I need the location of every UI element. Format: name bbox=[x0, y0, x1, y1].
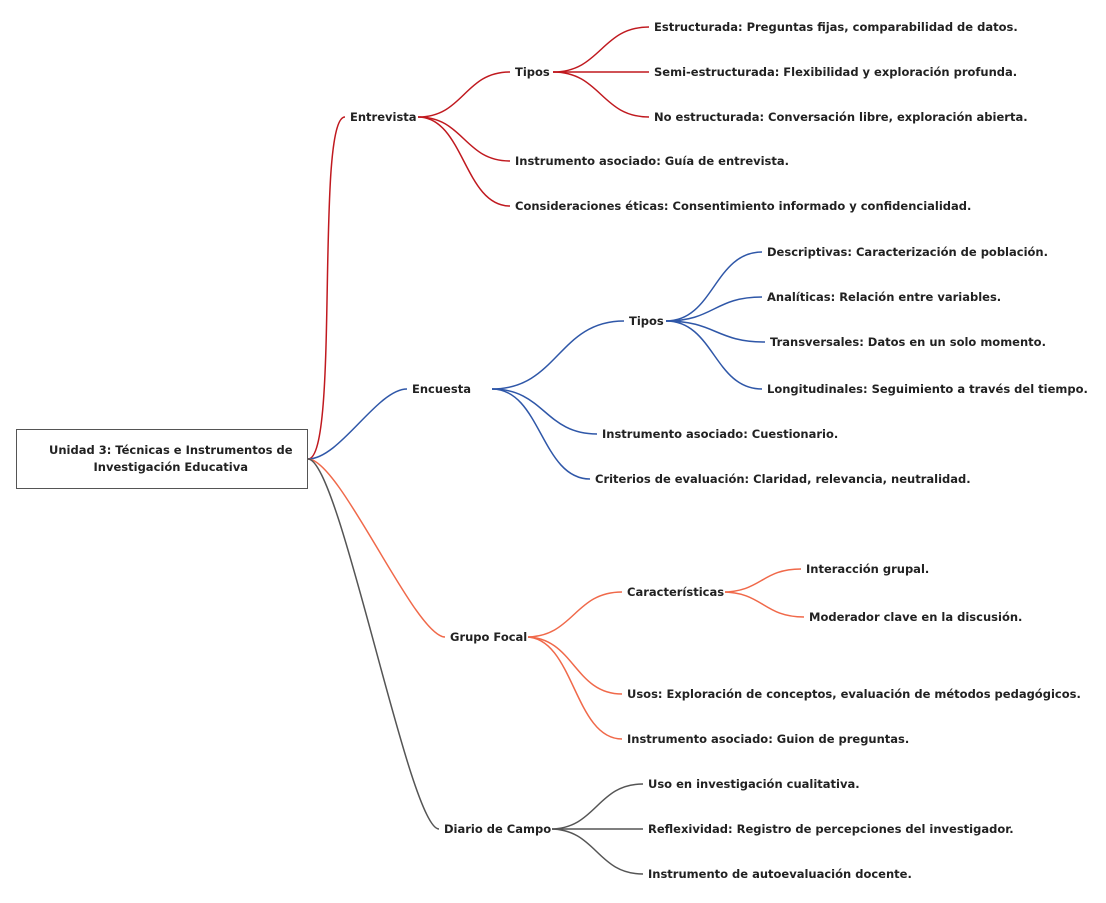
node-encuesta-criterios[interactable]: Criterios de evaluación: Claridad, relev… bbox=[594, 472, 972, 486]
link-gf-caract-2 bbox=[721, 591, 805, 618]
node-grupo-focal-usos[interactable]: Usos: Exploración de conceptos, evaluaci… bbox=[626, 687, 1082, 701]
node-encuesta-tipo-3[interactable]: Transversales: Datos en un solo momento. bbox=[769, 335, 1047, 349]
link-enc-tipos-3 bbox=[665, 320, 766, 343]
node-diario[interactable]: Diario de Campo bbox=[443, 822, 553, 836]
node-entrevista[interactable]: Entrevista bbox=[349, 110, 418, 124]
node-entrevista-tipo-3[interactable]: No estructurada: Conversación libre, exp… bbox=[653, 110, 1029, 124]
link-entrevista-instrumento bbox=[417, 116, 511, 162]
node-grupo-focal-caract-2[interactable]: Moderador clave en la discusión. bbox=[808, 610, 1024, 624]
link-root-diario bbox=[307, 458, 440, 830]
root-title: Unidad 3: Técnicas e Instrumentos de Inv… bbox=[49, 443, 293, 474]
node-diario-item-3[interactable]: Instrumento de autoevaluación docente. bbox=[647, 867, 913, 881]
node-grupo-focal-caracteristicas[interactable]: Características bbox=[626, 585, 726, 599]
node-grupo-focal-instrumento[interactable]: Instrumento asociado: Guion de preguntas… bbox=[626, 732, 911, 746]
link-enc-tipos-4 bbox=[665, 320, 763, 390]
node-grupo-focal[interactable]: Grupo Focal bbox=[449, 630, 529, 644]
node-grupo-focal-caract-1[interactable]: Interacción grupal. bbox=[805, 562, 931, 576]
link-diario-3 bbox=[549, 828, 644, 875]
node-encuesta-tipo-2[interactable]: Analíticas: Relación entre variables. bbox=[766, 290, 1003, 304]
link-encuesta-criterios bbox=[491, 388, 591, 480]
node-encuesta[interactable]: Encuesta bbox=[411, 382, 472, 396]
link-root-entrevista bbox=[307, 116, 346, 460]
link-gf-caracteristicas bbox=[525, 591, 623, 638]
node-entrevista-consideraciones[interactable]: Consideraciones éticas: Consentimiento i… bbox=[514, 199, 973, 213]
link-tipos-3 bbox=[552, 71, 650, 118]
link-gf-instrumento bbox=[525, 636, 623, 740]
node-encuesta-tipo-1[interactable]: Descriptivas: Caracterización de poblaci… bbox=[766, 245, 1049, 259]
link-root-encuesta bbox=[307, 388, 408, 460]
node-encuesta-tipo-4[interactable]: Longitudinales: Seguimiento a través del… bbox=[766, 382, 1089, 396]
link-encuesta-tipos bbox=[491, 320, 625, 390]
node-encuesta-tipos[interactable]: Tipos bbox=[628, 314, 665, 328]
link-encuesta-instrumento bbox=[491, 388, 598, 435]
node-entrevista-tipo-1[interactable]: Estructurada: Preguntas fijas, comparabi… bbox=[653, 20, 1019, 34]
link-entrevista-tipos bbox=[417, 71, 511, 118]
link-diario-1 bbox=[549, 783, 644, 830]
link-gf-caract-1 bbox=[721, 568, 802, 593]
node-encuesta-instrumento[interactable]: Instrumento asociado: Cuestionario. bbox=[601, 427, 840, 441]
link-root-grupo-focal bbox=[307, 458, 446, 638]
node-diario-item-2[interactable]: Reflexividad: Registro de percepciones d… bbox=[647, 822, 1015, 836]
link-tipos-1 bbox=[552, 26, 650, 73]
link-enc-tipos-1 bbox=[665, 251, 763, 322]
node-entrevista-instrumento[interactable]: Instrumento asociado: Guía de entrevista… bbox=[514, 154, 791, 168]
node-diario-item-1[interactable]: Uso en investigación cualitativa. bbox=[647, 777, 861, 791]
link-entrevista-consideraciones bbox=[417, 116, 511, 207]
node-entrevista-tipos[interactable]: Tipos bbox=[514, 65, 551, 79]
root-node[interactable]: Unidad 3: Técnicas e Instrumentos de Inv… bbox=[16, 429, 308, 489]
node-entrevista-tipo-2[interactable]: Semi-estructurada: Flexibilidad y explor… bbox=[653, 65, 1019, 79]
link-gf-usos bbox=[525, 636, 623, 695]
link-enc-tipos-2 bbox=[665, 296, 763, 322]
